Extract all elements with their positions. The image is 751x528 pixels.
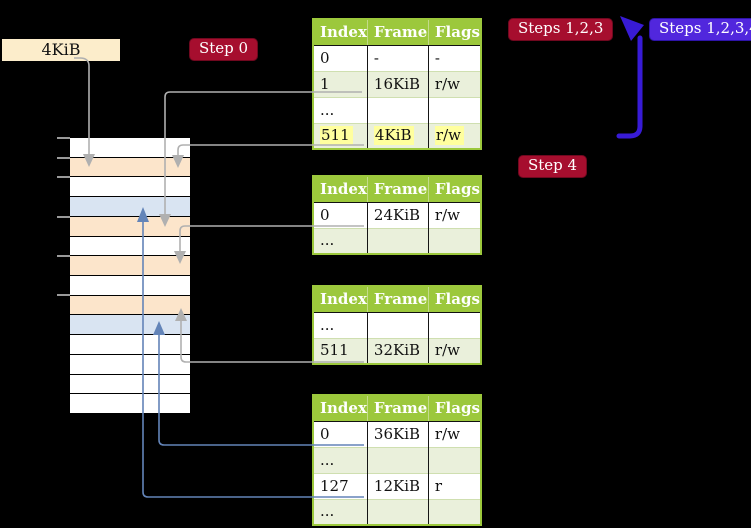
table-cell: ... — [313, 227, 368, 254]
address-tick — [57, 157, 70, 159]
address-tick — [57, 137, 70, 139]
table-cell: - — [366, 44, 429, 71]
table-cell — [427, 446, 481, 473]
address-tick — [57, 216, 70, 218]
memory-strip — [70, 138, 190, 415]
table-cell: 511 — [313, 337, 368, 364]
table-cell: 24KiB — [366, 201, 429, 228]
table-row: ... — [313, 227, 481, 254]
table-row: 0 - - — [313, 44, 481, 71]
table-cell: r/w — [427, 122, 481, 149]
memory-row-peach — [70, 295, 190, 316]
column-header-flags: Flags — [427, 176, 481, 203]
memory-row-white — [70, 236, 190, 257]
memory-row-white — [70, 354, 190, 375]
column-header-index: Index — [313, 395, 368, 422]
column-header-flags: Flags — [427, 286, 481, 313]
table-cell — [366, 311, 429, 338]
table-cell — [366, 498, 429, 525]
table-cell: 0 — [313, 44, 368, 71]
column-header-frame: Frame — [366, 395, 429, 422]
table-cell: r/w — [427, 70, 481, 97]
table-header-row: Index Frame Flags — [313, 395, 481, 422]
address-tick — [57, 294, 70, 296]
memory-row-blue — [70, 197, 190, 217]
address-tick — [57, 255, 70, 257]
table-cell: 16KiB — [366, 70, 429, 97]
column-header-frame: Frame — [366, 176, 429, 203]
table-row: 127 12KiB r — [313, 472, 481, 499]
address-tick — [57, 176, 70, 178]
table-level3: Index Frame Flags 0 24KiB r/w ... — [312, 175, 482, 255]
table-cell: ... — [313, 498, 368, 525]
highlighted-value: 511 — [320, 126, 353, 146]
table-cell: r — [427, 472, 481, 499]
table-cell: 36KiB — [366, 420, 429, 447]
table-cell: 0 — [313, 201, 368, 228]
memory-row-white — [70, 335, 190, 355]
table-cell: r/w — [427, 420, 481, 447]
memory-row-peach — [70, 256, 190, 277]
table-cell — [366, 96, 429, 123]
table-header-row: Index Frame Flags — [313, 286, 481, 313]
table-cell — [427, 227, 481, 254]
column-header-flags: Flags — [427, 19, 481, 46]
steps123-badge: Steps 1,2,3 — [508, 18, 614, 41]
table-header-row: Index Frame Flags — [313, 19, 481, 46]
column-header-frame: Frame — [366, 19, 429, 46]
column-header-frame: Frame — [366, 286, 429, 313]
table-cell: 4KiB — [366, 122, 429, 149]
table-cell: 12KiB — [366, 472, 429, 499]
memory-row-peach — [70, 157, 190, 178]
table-level1: Index Frame Flags 0 36KiB r/w ... 127 12… — [312, 394, 482, 526]
table-cell: 32KiB — [366, 337, 429, 364]
memory-row-blue — [70, 315, 190, 336]
highlighted-value: 4KiB — [373, 126, 415, 146]
table-cell — [427, 311, 481, 338]
memory-row-white — [70, 374, 190, 395]
column-header-flags: Flags — [427, 395, 481, 422]
table-cell: - — [427, 44, 481, 71]
table-row-highlighted: 511 4KiB r/w — [313, 122, 481, 149]
table-row: 1 16KiB r/w — [313, 70, 481, 97]
highlighted-value: r/w — [434, 126, 464, 146]
table-level4: Index Frame Flags 0 - - 1 16KiB r/w ... … — [312, 18, 482, 150]
table-row: 0 36KiB r/w — [313, 420, 481, 447]
table-row: ... — [313, 96, 481, 123]
table-cell: 127 — [313, 472, 368, 499]
table-cell: 511 — [313, 122, 368, 149]
step0-badge: Step 0 — [189, 38, 259, 61]
table-row: ... — [313, 498, 481, 525]
table-cell — [427, 96, 481, 123]
column-header-index: Index — [313, 286, 368, 313]
table-cell: ... — [313, 311, 368, 338]
column-header-index: Index — [313, 176, 368, 203]
memory-row-white — [70, 394, 190, 415]
table-level2: Index Frame Flags ... 511 32KiB r/w — [312, 285, 482, 365]
table-cell — [366, 227, 429, 254]
table-cell: 0 — [313, 420, 368, 447]
table-row: ... — [313, 311, 481, 338]
table-cell: ... — [313, 446, 368, 473]
table-header-row: Index Frame Flags — [313, 176, 481, 203]
memory-row-peach — [70, 216, 190, 237]
table-row: 511 32KiB r/w — [313, 337, 481, 364]
step4-badge: Step 4 — [518, 155, 588, 178]
table-cell: r/w — [427, 201, 481, 228]
table-row: 0 24KiB r/w — [313, 201, 481, 228]
table-cell — [366, 446, 429, 473]
column-header-index: Index — [313, 19, 368, 46]
recursive-loop-arrow — [616, 16, 644, 139]
table-cell: 1 — [313, 70, 368, 97]
memory-size-label: 4KiB — [2, 39, 120, 61]
table-row: ... — [313, 446, 481, 473]
table-cell: ... — [313, 96, 368, 123]
steps1234-badge: Steps 1,2,3,4 — [649, 18, 751, 41]
memory-row-white — [70, 276, 190, 296]
table-cell: r/w — [427, 337, 481, 364]
table-cell — [427, 498, 481, 525]
memory-row-white — [70, 177, 190, 198]
memory-row-white — [70, 138, 190, 158]
